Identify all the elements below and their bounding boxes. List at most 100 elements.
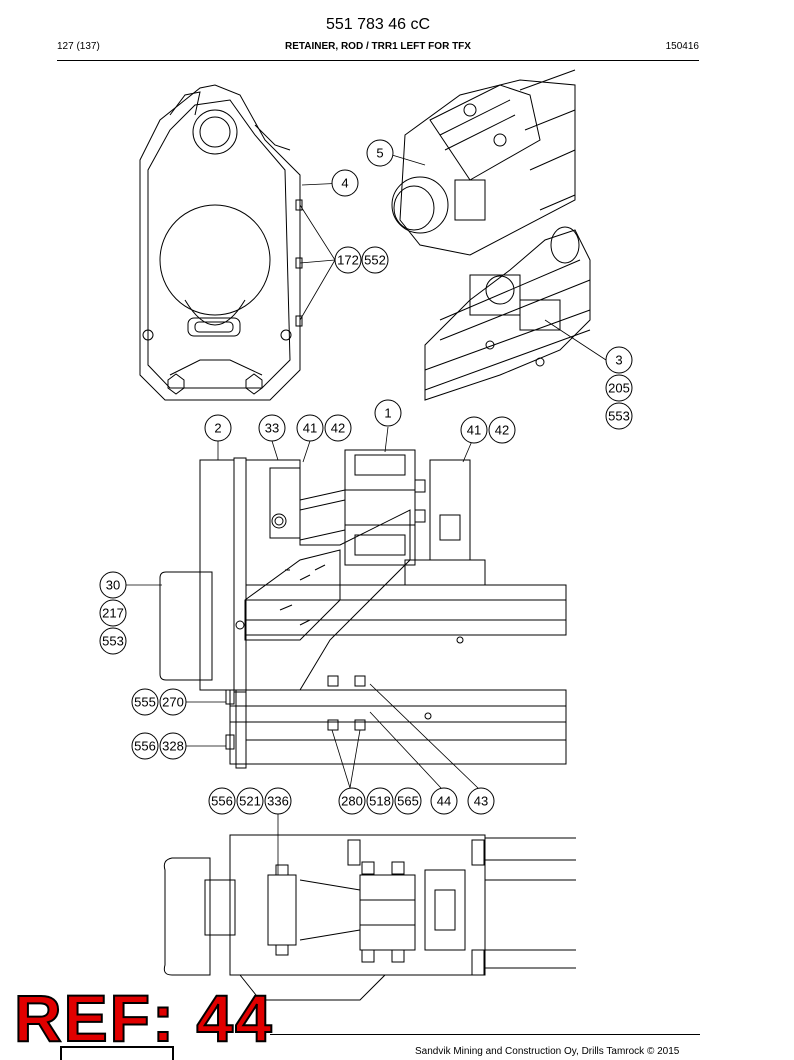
callout-555: 555 xyxy=(131,688,159,716)
top-view xyxy=(163,834,576,1001)
callout-circle xyxy=(131,688,159,716)
callout-label: 280 xyxy=(341,794,363,809)
callout-circle xyxy=(324,414,352,442)
callout-circle xyxy=(99,571,127,599)
callout-2: 2 xyxy=(204,414,232,442)
callout-label: 556 xyxy=(134,739,156,754)
callout-label: 1 xyxy=(384,406,391,421)
callout-label: 42 xyxy=(331,421,345,436)
front-view xyxy=(139,84,303,401)
callout-43: 43 xyxy=(467,787,495,815)
document-number: 551 783 46 cC xyxy=(325,16,431,33)
callout-label: 44 xyxy=(437,794,451,809)
ref-stamp: REF: 44 xyxy=(13,981,274,1055)
callout-circle xyxy=(99,599,127,627)
iso-view-lower xyxy=(424,226,591,401)
callout-circle xyxy=(264,787,292,815)
callout-5: 5 xyxy=(366,139,394,167)
callout-circle xyxy=(334,246,362,274)
callout-280: 280 xyxy=(338,787,366,815)
leader-lines xyxy=(126,154,607,875)
callout-label: 42 xyxy=(495,423,509,438)
iso-view-upper xyxy=(391,69,576,256)
callout-4: 4 xyxy=(331,169,359,197)
page-number: 127 (137) xyxy=(57,41,100,52)
callout-565: 565 xyxy=(394,787,422,815)
callout-556: 556 xyxy=(131,732,159,760)
callout-553: 553 xyxy=(605,402,633,430)
callout-label: 41 xyxy=(303,421,317,436)
footer-copyright: Sandvik Mining and Construction Oy, Dril… xyxy=(415,1046,680,1057)
callout-521: 521 xyxy=(236,787,264,815)
header-rule xyxy=(57,60,699,61)
callout-circle xyxy=(296,414,324,442)
callout-30: 30 xyxy=(99,571,127,599)
callout-circle xyxy=(430,787,458,815)
callout-label: 328 xyxy=(162,739,184,754)
callout-circle xyxy=(366,787,394,815)
callout-41: 41 xyxy=(460,416,488,444)
callout-circle xyxy=(131,732,159,760)
callout-label: 5 xyxy=(376,146,383,161)
callout-217: 217 xyxy=(99,599,127,627)
slotted-plate xyxy=(235,549,341,641)
callout-circle xyxy=(204,414,232,442)
callout-circle xyxy=(208,787,236,815)
callout-label: 43 xyxy=(474,794,488,809)
callout-328: 328 xyxy=(159,732,187,760)
callout-3: 3 xyxy=(605,346,633,374)
callout-41: 41 xyxy=(296,414,324,442)
callout-circle xyxy=(159,688,187,716)
callout-circle xyxy=(258,414,286,442)
callout-label: 565 xyxy=(397,794,419,809)
callout-circle xyxy=(361,246,389,274)
callout-circle xyxy=(374,399,402,427)
callout-270: 270 xyxy=(159,688,187,716)
callout-circle xyxy=(605,402,633,430)
callout-556: 556 xyxy=(208,787,236,815)
callout-label: 205 xyxy=(608,381,630,396)
callout-label: 553 xyxy=(608,409,630,424)
callout-label: 555 xyxy=(134,695,156,710)
callout-label: 2 xyxy=(214,421,221,436)
callout-336: 336 xyxy=(264,787,292,815)
callout-circle xyxy=(488,416,516,444)
callout-label: 217 xyxy=(102,606,124,621)
callout-518: 518 xyxy=(366,787,394,815)
callout-label: 3 xyxy=(615,353,622,368)
callout-circle xyxy=(460,416,488,444)
callout-label: 552 xyxy=(364,253,386,268)
callout-label: 336 xyxy=(267,794,289,809)
callout-circle xyxy=(366,139,394,167)
callout-1: 1 xyxy=(374,399,402,427)
drawing-title: RETAINER, ROD / TRR1 LEFT FOR TFX xyxy=(285,41,471,52)
callout-label: 33 xyxy=(265,421,279,436)
callout-circle xyxy=(236,787,264,815)
side-view xyxy=(159,449,567,769)
date-code: 150416 xyxy=(665,41,699,52)
callout-553: 553 xyxy=(99,627,127,655)
callout-balloons: 5 4 172 552 3 205 553 1 2 33 41 42 41 42 30 217 553 555 27… xyxy=(99,139,633,815)
footer-rule xyxy=(270,1034,700,1035)
callout-33: 33 xyxy=(258,414,286,442)
callout-label: 270 xyxy=(162,695,184,710)
callout-42: 42 xyxy=(488,416,516,444)
callout-label: 172 xyxy=(337,253,359,268)
callout-44: 44 xyxy=(430,787,458,815)
callout-circle xyxy=(331,169,359,197)
callout-42: 42 xyxy=(324,414,352,442)
callout-circle xyxy=(467,787,495,815)
callout-label: 30 xyxy=(106,578,120,593)
callout-205: 205 xyxy=(605,374,633,402)
callout-circle xyxy=(159,732,187,760)
callout-label: 556 xyxy=(211,794,233,809)
callout-label: 4 xyxy=(341,176,348,191)
callout-circle xyxy=(338,787,366,815)
callout-label: 553 xyxy=(102,634,124,649)
callout-circle xyxy=(394,787,422,815)
callout-label: 41 xyxy=(467,423,481,438)
callout-label: 518 xyxy=(369,794,391,809)
callout-circle xyxy=(605,346,633,374)
callout-circle xyxy=(605,374,633,402)
